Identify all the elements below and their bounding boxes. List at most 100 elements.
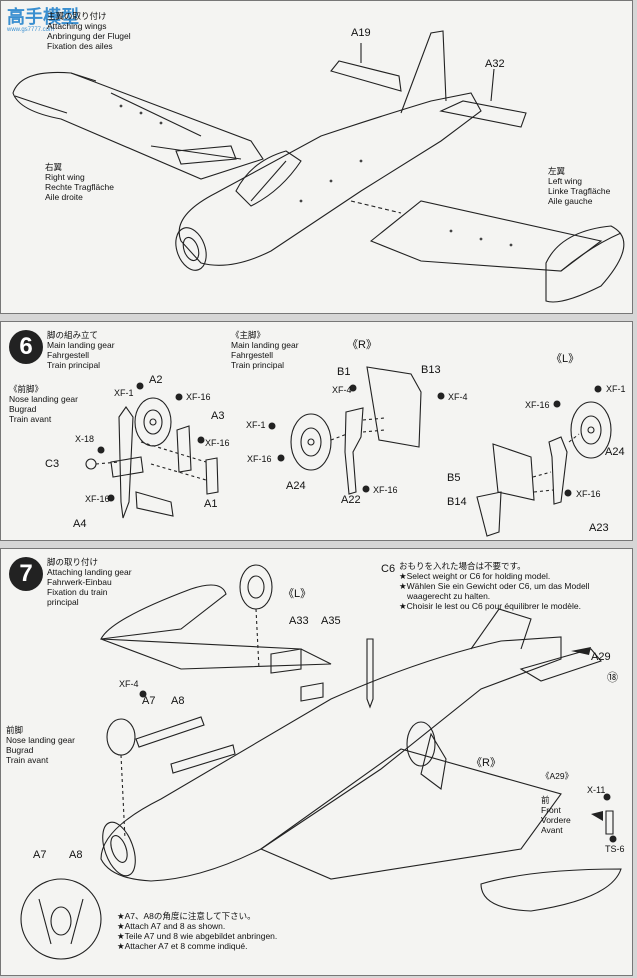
part-b14: B14 [447,496,467,508]
part-c3: C3 [45,458,60,470]
weight-note-jp: おもりを入れた場合は不要です。 [399,561,526,571]
left-wing-de: Linke Tragfläche [548,186,611,196]
step6-heading: 脚の組み立て Main landing gear Fahrgestell Tra… [47,330,115,370]
weight-note: おもりを入れた場合は不要です。 ★Select weight or C6 for… [399,561,589,611]
step5-panel: 高手模型 www.gs7777.com 主翼の取り付け Attaching wi… [0,0,633,314]
logo-url: www.gs7777.com [7,27,55,33]
left-wing-en: Left wing [548,176,583,186]
paint-xf16-a: XF-16 [186,392,211,402]
label-l-gear: 《L》 [283,588,312,600]
step7-panel: 7 脚の取り付け Attaching landing gear Fahrwerk… [0,548,633,976]
nose-gear-jp: 《前脚》 [9,384,44,394]
part-c6: C6 [381,563,396,575]
right-wing-jp: 右翼 [45,162,63,172]
a29-detail: 《A29》 [541,771,573,781]
part-a24: A24 [286,480,306,492]
step7-heading-jp: 脚の取り付け [47,557,99,567]
nose-gear-7-de: Bugrad [6,745,34,755]
right-wing-de: Rechte Tragfläche [45,182,114,192]
angle-note-jp: ★A7、A8の角度に注意して下さい。 [117,911,256,921]
right-wing-caption: 右翼 Right wing Rechte Tragfläche Aile dro… [45,162,114,202]
part-b5: B5 [447,472,461,484]
left-wing-fr: Aile gauche [548,196,593,206]
angle-note-en: ★Attach A7 and 8 as shown. [117,921,226,931]
watermark-logo: 高手模型 www.gs7777.com [7,3,79,33]
a29-detail-title: 《A29》 [541,771,574,781]
a29-front-de: Vordere [541,815,571,825]
part-a32: A32 [485,58,505,70]
right-wing-en: Right wing [45,172,85,182]
nose-gear-7-fr: Train avant [6,755,49,765]
step-number-7: 7 [9,557,43,591]
part-a7-inset: A7 [33,849,47,861]
paint-xf4-a: XF-4 [332,385,352,395]
part-b13: B13 [421,364,441,376]
ref-step-18: ⑱ [607,672,618,684]
paint-xf4-b: XF-4 [448,392,468,402]
part-a4: A4 [73,518,87,530]
a29-front-jp: 前 [541,795,550,805]
step-number-6: 6 [9,330,43,364]
logo-text: 高手模型 [7,7,79,28]
step6-heading-jp: 脚の組み立て [47,330,99,340]
paint-xf16-d: XF-16 [247,454,272,464]
paint-x11: X-11 [587,785,606,795]
step6-heading-en: Main landing gear [47,340,115,350]
step5-drawing [12,30,625,303]
paint-xf16-f: XF-16 [525,400,550,410]
nose-gear-7-en: Nose landing gear [6,735,75,745]
step6-heading-de: Fahrgestell [47,350,90,360]
part-a23: A23 [589,522,609,534]
label-r-gear: 《R》 [471,757,501,769]
main-gear-heading: 《主脚》 Main landing gear Fahrgestell Train… [231,330,299,370]
step5-heading-fr: Fixation des ailes [47,41,113,51]
main-gear-en: Main landing gear [231,340,299,350]
step6-heading-fr: Train principal [47,360,101,370]
main-gear-jp: 《主脚》 [231,330,266,340]
nose-gear-fr: Train avant [9,414,52,424]
weight-note-fr: ★Choisir le lest ou C6 pour équilibrer l… [399,601,581,611]
a29-front-fr: Avant [541,825,563,835]
part-a3: A3 [211,410,225,422]
paint-xf1-a: XF-1 [114,388,134,398]
step7-drawing [20,564,622,960]
step7-heading-en: Attaching landing gear [47,567,132,577]
part-a2: A2 [149,374,163,386]
part-a19: A19 [351,27,371,39]
part-a22: A22 [341,494,361,506]
angle-note-de: ★Teile A7 und 8 wie abgebildet anbringen… [117,931,278,941]
paint-xf16-b: XF-16 [205,438,230,448]
a29-front-caption: 前 Front Vordere Avant [541,795,571,835]
step5-heading-jp: 主翼の取り付け [47,11,107,21]
paint-x18: X-18 [75,434,95,444]
paint-xf16-g: XF-16 [576,489,601,499]
nose-gear-de: Bugrad [9,404,37,414]
weight-note-en: ★Select weight or C6 for holding model. [399,571,551,581]
paint-xf1-c: XF-1 [606,384,626,394]
main-gear-de: Fahrgestell [231,350,274,360]
nose-gear-7-jp: 前脚 [6,725,24,735]
weight-note-de-2: waagerecht zu halten. [407,591,491,601]
step7-heading-de: Fahrwerk-Einbau [47,577,112,587]
nose-gear-caption: 前脚 Nose landing gear Bugrad Train avant [6,725,75,765]
part-a29: A29 [591,651,611,663]
step7-heading-fr: Fixation du train [47,587,108,597]
part-a24-left: A24 [605,446,625,458]
part-a33: A33 [289,615,309,627]
main-gear-fr: Train principal [231,360,285,370]
paint-xf16-e: XF-16 [373,485,398,495]
angle-note-fr: ★Attacher A7 et 8 comme indiqué. [117,941,248,951]
part-a1: A1 [204,498,218,510]
part-a35: A35 [321,615,341,627]
paint-xf1-b: XF-1 [246,420,266,430]
step6-panel: 6 脚の組み立て Main landing gear Fahrgestell T… [0,321,633,541]
step7-heading-fr-2: principal [47,597,79,607]
paint-xf4: XF-4 [119,679,139,689]
part-a7: A7 [142,695,156,707]
part-a8-inset: A8 [69,849,83,861]
part-a8: A8 [171,695,185,707]
step5-heading-de: Anbringung der Flugel [47,31,131,41]
label-r: 《R》 [347,339,377,351]
a29-front-en: Front [541,805,561,815]
part-b1: B1 [337,366,351,378]
